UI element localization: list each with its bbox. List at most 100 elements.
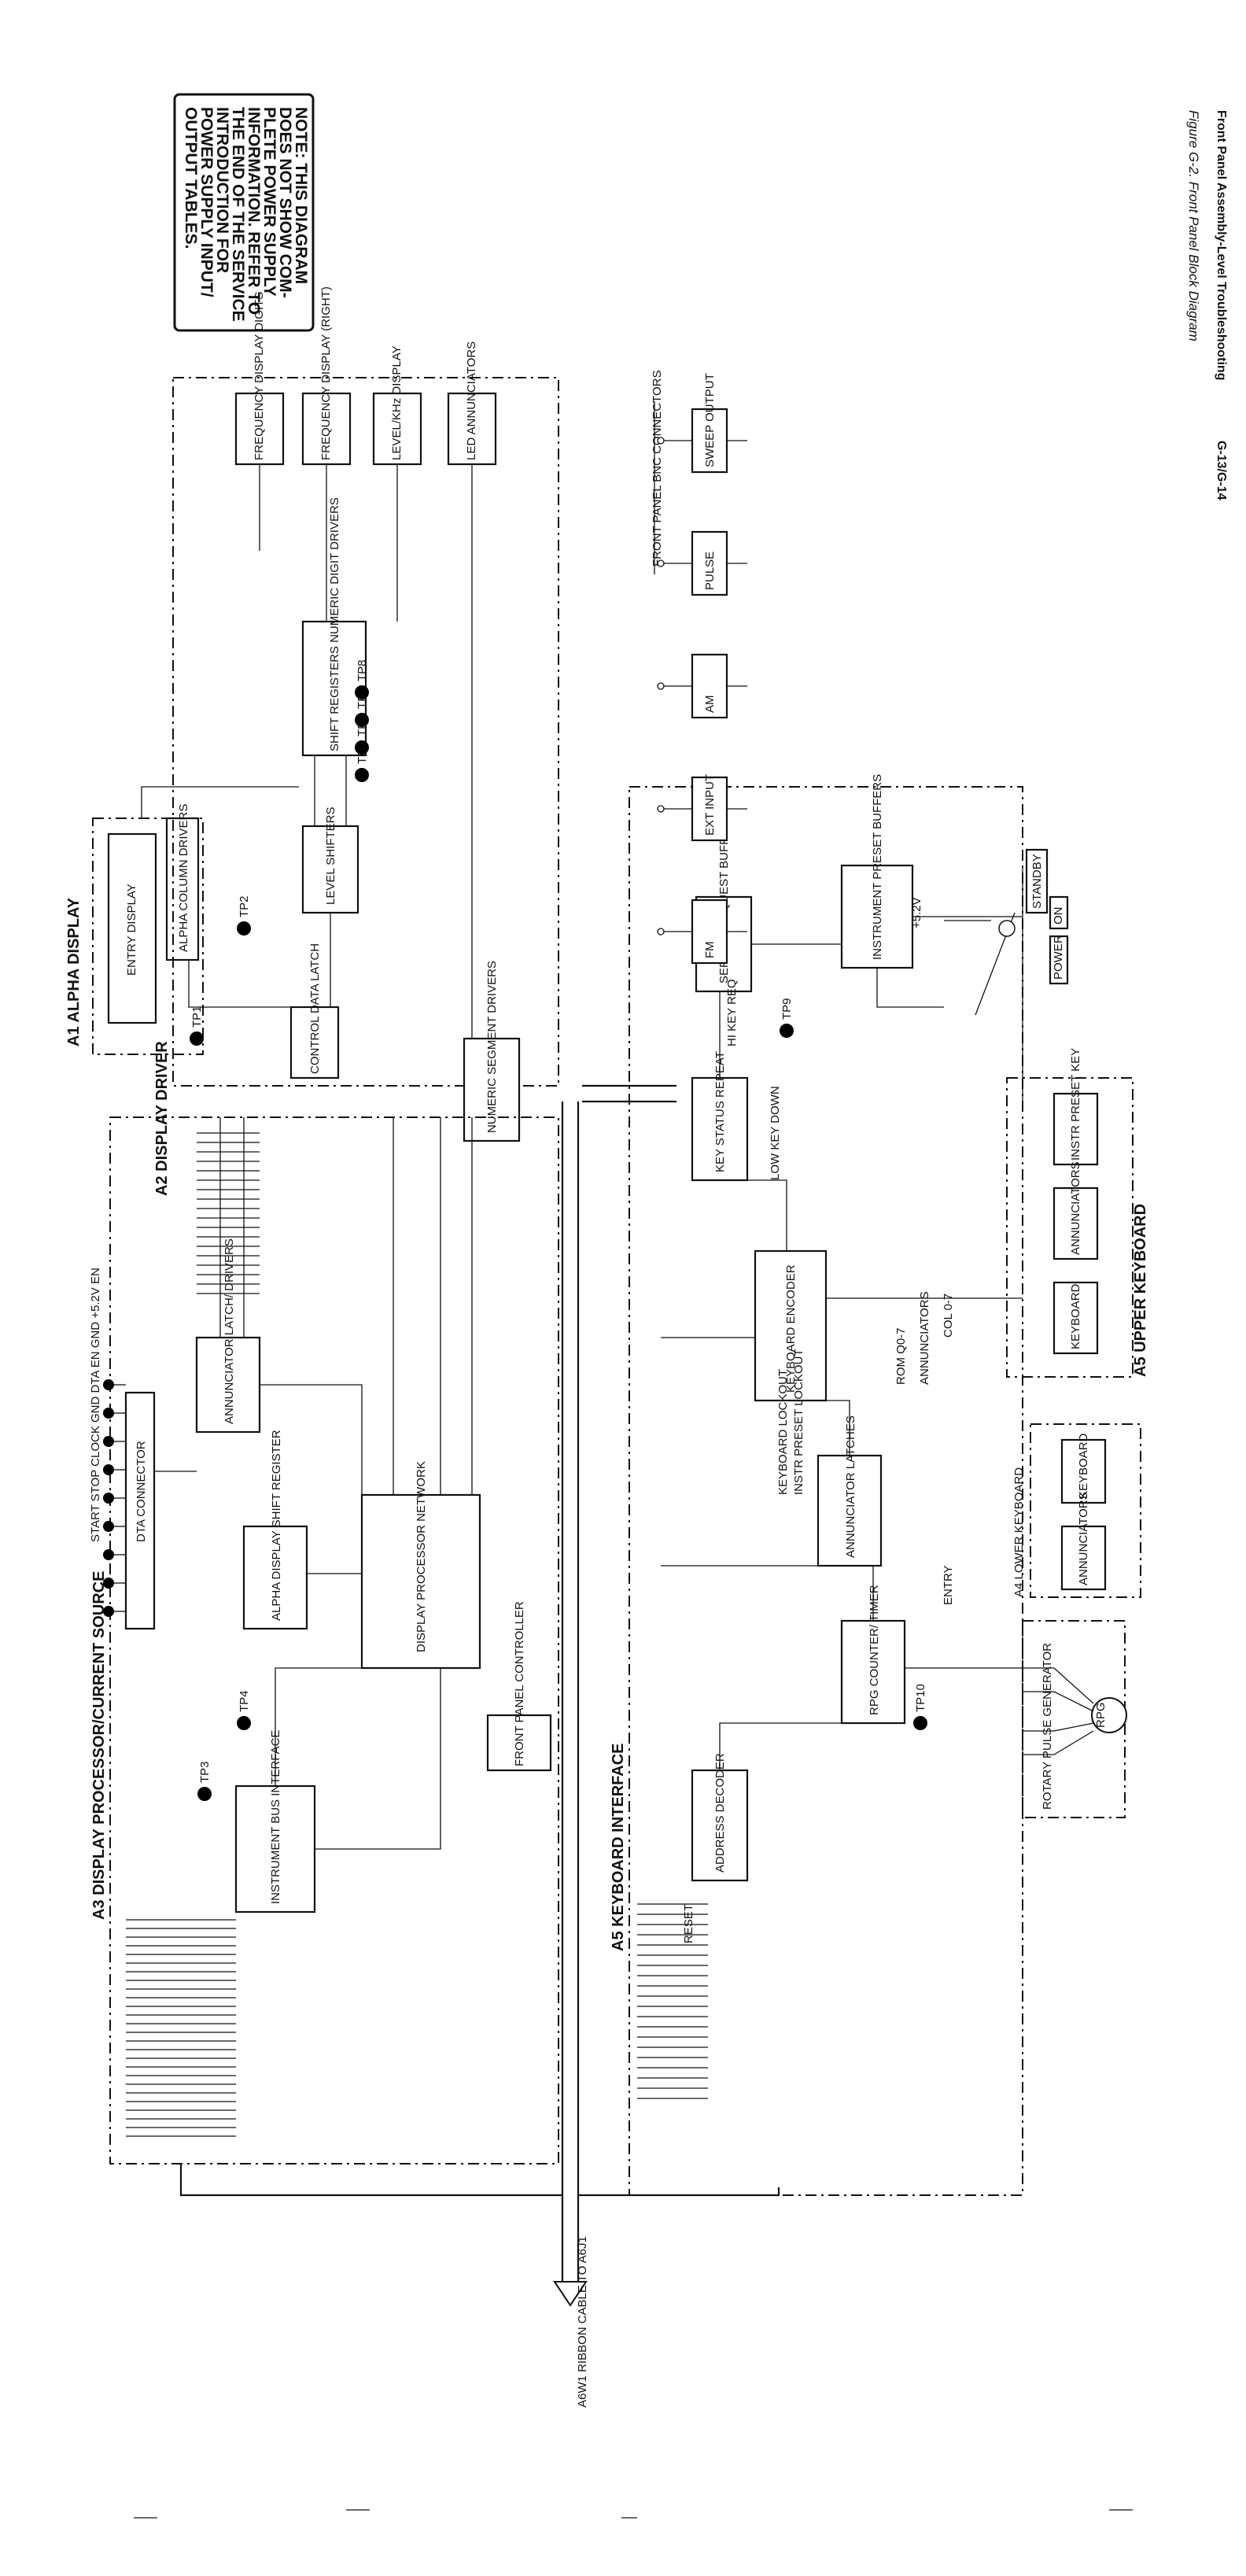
bnc-terminal <box>657 437 665 445</box>
level-shifters-label: LEVEL SHIFTERS <box>324 807 337 905</box>
note-line: POWER SUPPLY INPUT/ <box>197 107 216 297</box>
upper-annunciators-label: ANNUNCIATORS <box>1069 1161 1082 1255</box>
a1-title: A1 ALPHA DISPLAY <box>65 897 83 1046</box>
level-display-label: LEVEL/KHz DISPLAY <box>390 345 404 460</box>
header-test-dot <box>103 1606 114 1617</box>
entry-label: ENTRY <box>942 1565 955 1605</box>
test-point-label: TP10 <box>914 1684 927 1712</box>
footer-marks <box>134 2509 1133 2519</box>
dta-connector-label: DTA CONNECTOR <box>135 1441 148 1542</box>
test-point-label: TP2 <box>238 895 251 917</box>
bnc-connector-label: AM <box>703 696 717 714</box>
a3-display-processor: A3 DISPLAY PROCESSOR/CURRENT SOURCE STAR… <box>89 1116 559 2165</box>
lower-keyboard-title: A4 LOWER KEYBOARD <box>1012 1467 1026 1597</box>
test-point-dot <box>355 685 369 699</box>
test-point-dot <box>197 1787 212 1801</box>
a5-keyboard-interface: A5 KEYBOARD INTERFACE ADDRESS DECODER RP… <box>610 774 1023 2196</box>
test-point-dot <box>237 1716 251 1730</box>
note-line: OUTPUT TABLES. <box>182 107 200 249</box>
power-switch: STANDBY ON POWER +5.2V <box>910 848 1069 1102</box>
rpg-counter-label: RPG COUNTER/ TIMER <box>868 1585 881 1715</box>
bnc-connector-box <box>691 530 728 596</box>
test-point-dot <box>913 1716 927 1730</box>
control-latch-label: CONTROL DATA LATCH <box>308 943 322 1074</box>
keyboard-lockout-label: KEYBOARD LOCKOUT <box>776 1369 790 1495</box>
keyboard-encoder-label: KEYBOARD ENCODER <box>784 1264 798 1393</box>
note-line: NOTE: THIS DIAGRAM <box>292 107 310 284</box>
freq-display-label: FREQUENCY DISPLAY (RIGHT) <box>319 286 333 460</box>
a2-display-driver: A2 DISPLAY DRIVER FREQUENCY DISPLAY DIGI… <box>141 286 559 1196</box>
test-point-dot <box>355 713 369 727</box>
alpha-shift-label: ALPHA DISPLAY SHIFT REGISTER <box>270 1430 283 1621</box>
fpc-label: FRONT PANEL CONTROLLER <box>513 1601 526 1766</box>
instrument-bus-label: INSTRUMENT BUS INTERFACE <box>269 1730 282 1904</box>
test-point-label: TP3 <box>198 1761 212 1783</box>
v-plus-label: +5.2V <box>910 897 923 928</box>
bnc-connector-label: FM <box>703 941 717 958</box>
section-caption: Front Panel Assembly-Level Troubleshooti… <box>1215 110 1228 380</box>
alpha-drivers-label: ALPHA COLUMN DRIVERS <box>177 804 190 952</box>
bnc-connector-label: SWEEP OUTPUT <box>703 373 717 467</box>
test-point-dot <box>190 1032 204 1046</box>
test-point-label: TP9 <box>780 998 794 1020</box>
test-points: TP1TP2TP3TP4TP5TP6TP7TP8TP9TP10 <box>190 659 927 1801</box>
start-stop-label: START STOP CLOCK GND DTA EN GND +5.2V EN <box>89 1268 102 1542</box>
test-point-dot <box>780 1024 794 1038</box>
annunciator-latch-label: ANNUNCIATOR LATCH/ DRIVERS <box>223 1238 236 1424</box>
bnc-terminal <box>657 928 665 936</box>
note-line: THE END OF THE SERVICE <box>229 107 247 322</box>
bnc-connector-box <box>691 653 728 719</box>
standby-label: STANDBY <box>1030 854 1044 909</box>
rpg-label: RPG <box>1094 1702 1108 1728</box>
led-annunciators-label: LED ANNUNCIATORS <box>465 341 478 460</box>
instr-preset-key-label: INSTR PRESET KEY <box>1069 1048 1082 1161</box>
note-line: INTRODUCTION FOR <box>213 107 231 273</box>
entry-display-label: ENTRY DISPLAY <box>125 884 138 976</box>
bnc-connector-label: PULSE <box>703 552 717 590</box>
bnc-connector-box <box>691 899 728 965</box>
a3-title: A3 DISPLAY PROCESSOR/CURRENT SOURCE <box>90 1571 108 1920</box>
header-test-dot <box>103 1578 114 1589</box>
a5-title: A5 KEYBOARD INTERFACE <box>610 1744 627 1951</box>
shift-registers-label: SHIFT REGISTERS NUMERIC DIGIT DRIVERS <box>328 497 341 751</box>
test-point-label: TP4 <box>238 1690 251 1712</box>
test-point-dot <box>355 740 369 755</box>
note-line: INFORMATION. REFER TO <box>245 107 263 315</box>
bnc-title: FRONT PANEL BNC CONNECTORS <box>651 371 664 566</box>
header-test-dot <box>103 1408 114 1419</box>
figure-caption: Figure G-2. Front Panel Block Diagram <box>1186 110 1201 341</box>
lower-keyboard-label: KEYBOARD <box>1077 1433 1090 1499</box>
display-processor-label: DISPLAY PROCESSOR NETWORK <box>415 1461 428 1652</box>
bnc-terminal <box>657 805 665 813</box>
low-key-down-label: LOW KEY DOWN <box>769 1086 782 1180</box>
header-test-dot <box>103 1549 114 1560</box>
note-line: DOES NOT SHOW COM- <box>276 107 294 298</box>
address-decoder-label: ADDRESS DECODER <box>713 1753 727 1873</box>
test-point-label: TP8 <box>356 659 369 681</box>
power-label: POWER <box>1052 935 1065 980</box>
bnc-connector-label: EXT INPUT <box>703 774 717 836</box>
keyboards: A5 UPPER KEYBOARD INSTR PRESET KEY ANNUN… <box>1006 1048 1149 1818</box>
lower-annunciators-label: ANNUNCIATORS <box>1077 1492 1090 1585</box>
header-test-dot <box>103 1464 114 1475</box>
col-label: COL 0-7 <box>942 1294 955 1338</box>
a1-alpha-display: A1 ALPHA DISPLAY ENTRY DISPLAY ALPHA COL… <box>65 804 204 1055</box>
ribbon-cable-bus: A6W1 RIBBON CABLE TO A6J1 <box>179 1084 780 2408</box>
header-test-dot <box>103 1521 114 1532</box>
hi-key-label: HI KEY REQ <box>725 979 739 1046</box>
numeric-drivers-label: NUMERIC SEGMENT DRIVERS <box>485 961 499 1133</box>
test-point-dot <box>237 921 251 936</box>
annunciator-latches-label: ANNUNCIATOR LATCHES <box>844 1415 857 1558</box>
freq-digits-label: FREQUENCY DISPLAY DIGITS <box>253 292 266 460</box>
bus-label: A6W1 RIBBON CABLE TO A6J1 <box>576 2236 589 2408</box>
key-status-label: KEY STATUS REPEAT <box>713 1051 727 1172</box>
test-point-label: TP1 <box>190 1006 204 1028</box>
bnc-terminal <box>657 682 665 690</box>
reset-label: RESET <box>682 1904 695 1943</box>
header-test-dot <box>103 1379 114 1390</box>
ann-label: ANNUNCIATORS <box>918 1291 931 1385</box>
upper-keyboard-label: KEYBOARD <box>1069 1283 1082 1349</box>
a2-title: A2 DISPLAY DRIVER <box>153 1041 171 1196</box>
